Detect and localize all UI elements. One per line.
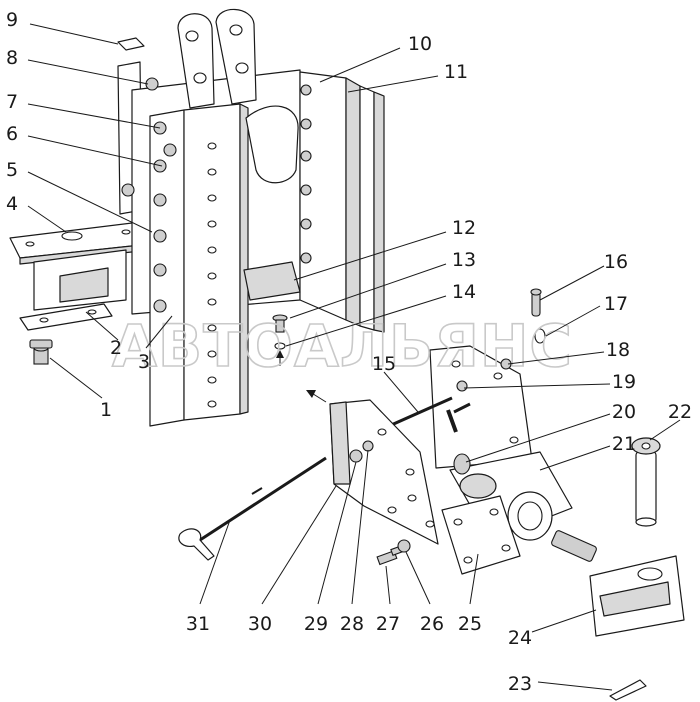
leader-8 bbox=[27, 59, 149, 85]
callout-3: 3 bbox=[138, 351, 150, 373]
callout-1: 1 bbox=[100, 399, 112, 421]
part-16-pin bbox=[530, 288, 542, 317]
callout-15: 15 bbox=[372, 353, 396, 375]
part-25-flange bbox=[441, 495, 521, 575]
part-2-shim bbox=[19, 303, 113, 331]
leader-30 bbox=[261, 485, 337, 605]
callout-29: 29 bbox=[304, 613, 328, 635]
part-1-bolt bbox=[29, 339, 53, 365]
part-31-rod bbox=[178, 456, 327, 561]
leader-31 bbox=[199, 519, 231, 605]
direction-arrow bbox=[306, 390, 327, 403]
part-22-pin bbox=[631, 437, 661, 527]
side-plate-bolts bbox=[300, 84, 312, 264]
callout-11: 11 bbox=[444, 61, 468, 83]
leader-6 bbox=[27, 135, 163, 167]
leader-24 bbox=[531, 609, 597, 633]
watermark-text: АВТОАЛЬЯНС bbox=[112, 312, 573, 380]
leader-15 bbox=[383, 371, 419, 413]
callout-7: 7 bbox=[6, 91, 18, 113]
leader-26 bbox=[405, 551, 431, 605]
leader-lines bbox=[27, 23, 681, 691]
callout-30: 30 bbox=[248, 613, 272, 635]
callout-16: 16 bbox=[604, 251, 628, 273]
callout-17: 17 bbox=[604, 293, 628, 315]
leader-9 bbox=[29, 23, 119, 45]
part-13-14-screw bbox=[272, 314, 288, 366]
callout-10: 10 bbox=[408, 33, 432, 55]
part-9-plate bbox=[117, 37, 145, 51]
leader-28 bbox=[351, 449, 369, 605]
callout-2: 2 bbox=[110, 337, 122, 359]
callout-21: 21 bbox=[612, 433, 636, 455]
leader-7 bbox=[27, 103, 161, 129]
leader-11 bbox=[347, 75, 439, 93]
leader-29 bbox=[317, 461, 357, 605]
callout-26: 26 bbox=[420, 613, 444, 635]
callout-14: 14 bbox=[452, 281, 476, 303]
leader-12 bbox=[293, 231, 447, 281]
part-4-base-plate bbox=[9, 221, 151, 265]
callout-20: 20 bbox=[612, 401, 636, 423]
leader-16 bbox=[539, 265, 605, 301]
leader-17 bbox=[545, 305, 601, 337]
callout-6: 6 bbox=[6, 123, 18, 145]
callout-18: 18 bbox=[606, 339, 630, 361]
leader-21 bbox=[539, 445, 611, 471]
callout-27: 27 bbox=[376, 613, 400, 635]
leader-23 bbox=[537, 681, 613, 691]
leader-14 bbox=[285, 295, 447, 347]
part-19-stud bbox=[446, 402, 471, 433]
column-holes bbox=[207, 142, 217, 408]
part-17-washer bbox=[534, 328, 546, 344]
callout-4: 4 bbox=[6, 193, 18, 215]
callout-25: 25 bbox=[458, 613, 482, 635]
part-23-cotter-pin bbox=[609, 679, 647, 701]
part-18-rear-plate bbox=[429, 345, 533, 469]
leader-22 bbox=[649, 419, 681, 441]
callout-24: 24 bbox=[508, 627, 532, 649]
callout-12: 12 bbox=[452, 217, 476, 239]
part-30-front-plate bbox=[329, 399, 439, 545]
callout-23: 23 bbox=[508, 673, 532, 695]
part-24-clevis bbox=[551, 530, 685, 637]
leader-18 bbox=[507, 351, 605, 365]
leader-25 bbox=[469, 553, 479, 605]
part-26-nut bbox=[397, 539, 411, 553]
callout-5: 5 bbox=[6, 159, 18, 181]
leader-10 bbox=[319, 47, 401, 83]
leader-20 bbox=[465, 413, 611, 463]
leader-3 bbox=[145, 315, 173, 349]
callout-22: 22 bbox=[668, 401, 692, 423]
leader-1 bbox=[49, 357, 103, 399]
callout-31: 31 bbox=[186, 613, 210, 635]
callout-labels: 1 2 3 4 5 6 7 8 9 10 11 12 13 14 15 16 1… bbox=[6, 9, 692, 695]
leader-19 bbox=[463, 383, 611, 389]
leader-2 bbox=[85, 311, 119, 341]
part-lower-bracket bbox=[33, 249, 127, 311]
leader-13 bbox=[289, 263, 447, 319]
column-bolts bbox=[121, 77, 177, 313]
leader-5 bbox=[27, 171, 153, 233]
callout-28: 28 bbox=[340, 613, 364, 635]
callout-9: 9 bbox=[6, 9, 18, 31]
part-20-shaft bbox=[453, 453, 471, 475]
callout-8: 8 bbox=[6, 47, 18, 69]
callout-19: 19 bbox=[612, 371, 636, 393]
leader-27 bbox=[385, 565, 391, 605]
callout-13: 13 bbox=[452, 249, 476, 271]
leader-4 bbox=[27, 205, 67, 233]
